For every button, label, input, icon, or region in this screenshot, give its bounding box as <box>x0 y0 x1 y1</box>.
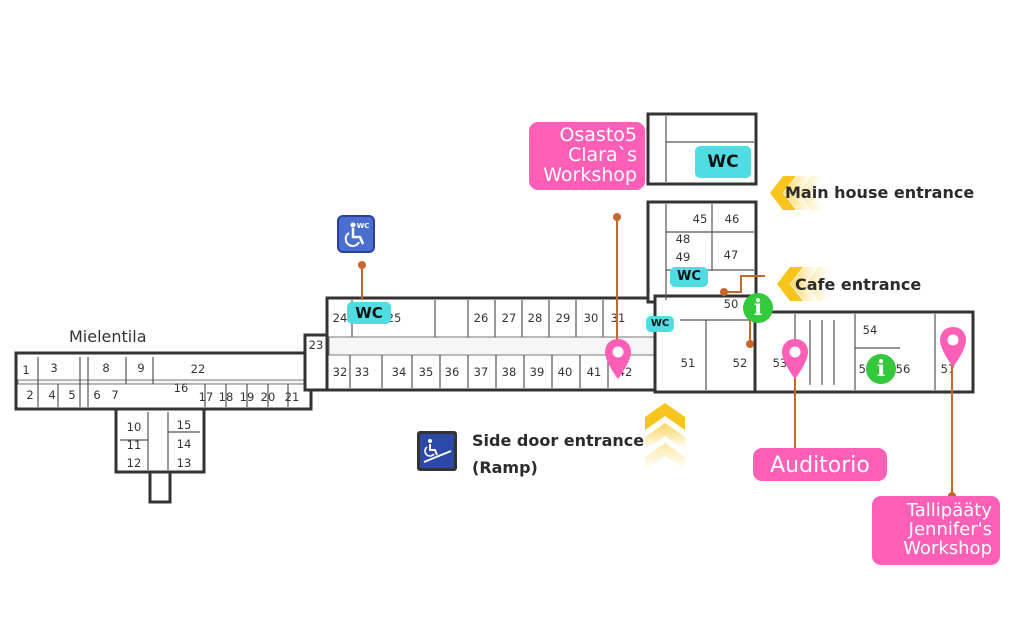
room-13: 13 <box>177 456 192 470</box>
room-4: 4 <box>48 388 55 402</box>
room-45: 45 <box>693 212 708 226</box>
ramp-icon <box>417 431 457 471</box>
room-48: 48 <box>676 232 691 246</box>
room-1: 1 <box>22 363 29 377</box>
wc-badge-small[interactable]: WC <box>646 316 674 332</box>
room-19: 19 <box>240 390 255 404</box>
wheelchair-ramp-icon <box>423 439 452 463</box>
chevron-up-icon <box>645 403 685 430</box>
room-35: 35 <box>419 365 434 379</box>
room-23: 23 <box>309 338 324 352</box>
room-36: 36 <box>445 365 460 379</box>
room-51: 51 <box>681 356 696 370</box>
room-47: 47 <box>724 248 739 262</box>
room-23-block <box>303 333 331 392</box>
wheelchair-icon: WC <box>344 222 370 247</box>
main-entrance-arrows <box>770 176 824 210</box>
room-39: 39 <box>530 365 545 379</box>
room-37: 37 <box>474 365 489 379</box>
room-24: 24 <box>333 311 348 325</box>
room-52: 52 <box>733 356 748 370</box>
room-12: 12 <box>127 456 142 470</box>
poi-tallipaaty-line3: Workshop <box>903 537 992 559</box>
room-28: 28 <box>528 311 543 325</box>
poi-tallipaaty-line1: Tallipääty <box>906 500 992 521</box>
building-label-mielentila: Mielentila <box>69 327 147 346</box>
poi-label-tallipaaty[interactable]: Tallipääty Jennifer's Workshop <box>872 496 1000 565</box>
label-side-door-entrance: Side door entrance <box>472 431 645 450</box>
poi-tallipaaty-line2: Jennifer's <box>908 518 992 540</box>
leader-dot-osasto5 <box>613 213 621 221</box>
room-29: 29 <box>556 311 571 325</box>
room-21: 21 <box>285 390 300 404</box>
room-56: 56 <box>896 362 911 376</box>
leader-dot-cafe <box>720 288 728 296</box>
leader-dot-info-cafe <box>746 340 754 348</box>
poi-osasto5-line3: Workshop <box>543 163 637 186</box>
room-11: 11 <box>127 438 142 452</box>
chevron-up-icon <box>645 443 685 470</box>
poi-label-auditorio[interactable]: Auditorio <box>753 448 887 482</box>
chevron-left-icon <box>784 176 810 210</box>
chevron-left-icon <box>770 176 796 210</box>
room-22: 22 <box>191 362 206 376</box>
leader-dot-accessible-wc <box>358 261 366 269</box>
room-38: 38 <box>502 365 517 379</box>
room-34: 34 <box>392 365 407 379</box>
accessible-wc-text: WC <box>357 222 370 230</box>
room-32: 32 <box>333 365 348 379</box>
wc-badge-middle[interactable]: WC <box>670 267 708 287</box>
room-18: 18 <box>219 390 234 404</box>
room-15: 15 <box>177 418 192 432</box>
west-wing <box>14 351 313 504</box>
poi-osasto5-line1: Osasto5 <box>559 124 637 146</box>
room-2: 2 <box>26 388 33 402</box>
room-9: 9 <box>137 361 144 375</box>
chevron-left-icon <box>805 267 831 301</box>
cafe-entrance-arrows <box>777 267 831 301</box>
wc-badge-north[interactable]: WC <box>695 146 751 178</box>
room-50: 50 <box>724 297 739 311</box>
room-numbers: 1 2 3 4 5 6 7 8 9 10 11 12 13 14 15 16 1… <box>22 212 955 470</box>
room-46: 46 <box>725 212 740 226</box>
info-icon-east[interactable]: i <box>866 354 896 384</box>
chevron-up-icon <box>645 423 685 450</box>
label-side-door-ramp: (Ramp) <box>472 458 538 477</box>
map-pin-tallipaaty[interactable] <box>939 326 967 368</box>
room-33: 33 <box>355 365 370 379</box>
leader-cafe <box>724 275 765 293</box>
room-17: 17 <box>199 390 214 404</box>
map-pin-osasto5[interactable] <box>604 338 632 380</box>
label-cafe-entrance: Cafe entrance <box>795 275 922 294</box>
room-6: 6 <box>93 388 100 402</box>
room-54: 54 <box>863 323 878 337</box>
poi-osasto5-line2: Clara`s <box>567 143 637 166</box>
room-8: 8 <box>102 361 109 375</box>
room-5: 5 <box>68 388 75 402</box>
room-53: 53 <box>773 356 788 370</box>
room-41: 41 <box>587 365 602 379</box>
poi-label-osasto5[interactable]: Osasto5 Clara`s Workshop <box>529 122 645 190</box>
wc-badge-west[interactable]: WC <box>347 302 391 324</box>
chevron-left-icon <box>791 267 817 301</box>
info-icon-cafe[interactable]: i <box>743 293 773 323</box>
room-49: 49 <box>676 250 691 264</box>
room-7: 7 <box>111 388 118 402</box>
accessible-wc-icon[interactable]: WC <box>337 215 375 253</box>
room-40: 40 <box>558 365 573 379</box>
chevron-left-icon <box>777 267 803 301</box>
label-main-house-entrance: Main house entrance <box>785 183 975 202</box>
room-16: 16 <box>174 381 189 395</box>
room-10: 10 <box>127 420 142 434</box>
map-pin-auditorio[interactable] <box>781 338 809 380</box>
room-27: 27 <box>502 311 517 325</box>
side-door-arrows <box>645 403 685 470</box>
room-14: 14 <box>177 437 192 451</box>
chevron-left-icon <box>798 176 824 210</box>
room-3: 3 <box>50 361 57 375</box>
room-26: 26 <box>474 311 489 325</box>
room-30: 30 <box>584 311 599 325</box>
room-20: 20 <box>261 390 276 404</box>
